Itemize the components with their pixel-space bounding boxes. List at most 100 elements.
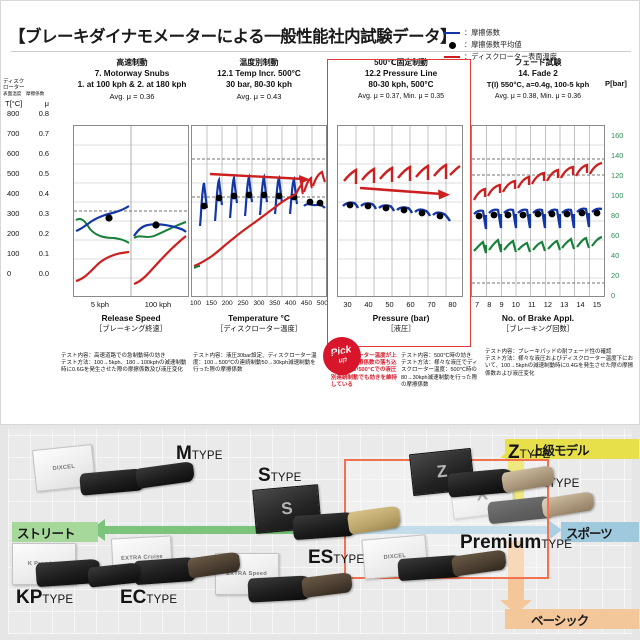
title-bar: 【ブレーキダイナモメーターによる一般性能社内試験データ】 ：摩擦係数 ：摩擦係数… (9, 23, 633, 61)
description-pressure: テスト内容：500℃時の効き テスト方法：様々な液圧でディスクローター温度：50… (401, 353, 478, 388)
chart-title-jp: 高速制動 (116, 58, 148, 67)
pad-label-es: ESTYPE (308, 547, 365, 568)
chart-temperature-increment: 温度別制動 12.1 Temp Incr. 500°C 30 bar, 80-3… (189, 57, 329, 333)
chart-avg-label: Avg. μ = 0.36 (109, 92, 155, 101)
p-tick: 20 (611, 271, 620, 280)
p-tick: 120 (611, 171, 624, 180)
y-axis-unit-temp: T[°C] (5, 98, 23, 108)
x-axis-subtitle-4: ［ブレーキング回数］ (502, 324, 574, 333)
x-tick: 500 (316, 300, 328, 307)
blue-line-icon (442, 28, 462, 37)
chart-header: フェード試験 14. Fade 2 T(I) 550°C, a=0.4g, 10… (471, 57, 605, 103)
chart-title-en2: 1. at 100 kph & 2. at 180 kph (77, 80, 187, 89)
p-bar-axis-title: P[bar] (605, 79, 627, 88)
x-tick: 12 (543, 300, 552, 309)
tag-basic: ベーシック (505, 609, 639, 629)
x-tick: 9 (499, 300, 504, 309)
tag-street: ストリート (12, 522, 98, 542)
pad-label-z: ZTYPE (508, 442, 551, 463)
x-axis-subtitle-3: ［液圧］ (386, 324, 416, 333)
description-motorway: テスト内容：高速道路での急制動時の効き テスト方法：100→5kph、180→1… (61, 353, 187, 374)
x-tick: 5 kph (90, 300, 109, 309)
p-tick: 160 (611, 131, 624, 140)
pad-label-premium: PremiumTYPE (460, 532, 573, 553)
x-axis-title-1: Release Speed (101, 313, 161, 323)
legend-label: ：ディスクローター表面温度 (464, 51, 557, 61)
chart-header: 高速制動 7. Motorway Snubs 1. at 100 kph & 2… (19, 57, 191, 103)
legend-label: ：摩擦係数 (464, 27, 500, 37)
chart-header: 温度別制動 12.1 Temp Incr. 500°C 30 bar, 80-3… (189, 57, 329, 103)
p-tick: 140 (611, 151, 624, 160)
pad-shape-kp-2 (87, 562, 141, 588)
x-tick: 11 (527, 300, 536, 309)
chart-title-jp: 温度別制動 (239, 58, 279, 67)
lineup-diagram: ストリート スポーツ 上級モデル ベーシック DIXCEL MTYPE X XT… (8, 429, 639, 634)
chart-avg-label: Avg. μ = 0.37, Min. μ = 0.35 (357, 93, 445, 100)
plot-area-3 (337, 125, 463, 297)
pad-label-kp: KPTYPE (16, 587, 74, 608)
legend-item-friction-average: ：摩擦係数平均値 (442, 39, 627, 50)
chart-header: 500℃固定制動 12.2 Pressure Line 80-30 kph, 5… (331, 57, 471, 103)
x-tick: 450 (301, 300, 313, 307)
chart-title-en2: 80-30 kph, 500°C (368, 80, 434, 89)
tag-top-model: 上級モデル (505, 439, 639, 459)
chart-motorway-snubs: 高速制動 7. Motorway Snubs 1. at 100 kph & 2… (19, 57, 191, 333)
y-axis-caption-line3: 表面温度 摩擦係数 (3, 91, 45, 97)
x-axis-title-2: Temperature °C (228, 313, 290, 323)
chart-title-en2: 30 bar, 80-30 kph (226, 80, 292, 89)
chart-pressure-line: 500℃固定制動 12.2 Pressure Line 80-30 kph, 5… (331, 57, 471, 333)
x-tick: 250 (237, 300, 249, 307)
chart-title-en1: 7. Motorway Snubs (94, 69, 170, 78)
y-axis-unit-mu: μ (44, 98, 49, 108)
p-bar-axis: P[bar] 160 140 120 100 80 60 40 20 0 (605, 79, 639, 300)
chart-avg-label: Avg. μ = 0.43 (236, 92, 282, 101)
p-tick: 60 (611, 231, 620, 240)
x-axis-subtitle-2: ［ディスクローター温度］ (216, 324, 302, 333)
y-axis-caption-line1: ディスク (3, 79, 25, 85)
test-data-panel: 【ブレーキダイナモメーターによる一般性能社内試験データ】 ：摩擦係数 ：摩擦係数… (0, 0, 640, 425)
x-tick: 30 (343, 300, 352, 309)
x-tick: 100 kph (144, 300, 172, 309)
x-axis-labels-4: 7 8 9 10 11 12 13 14 15 (471, 300, 605, 309)
x-tick: 350 (269, 300, 281, 307)
p-bar-ticks: 160 140 120 100 80 60 40 20 0 (605, 90, 639, 300)
p-tick: 40 (611, 251, 620, 260)
pad-shape-m-2 (134, 461, 196, 489)
x-tick: 150 (205, 300, 217, 307)
legend-label: ：摩擦係数平均値 (464, 39, 522, 49)
title-divider (11, 51, 631, 52)
chart-title-en2: T(I) 550°C, a=0.4g, 100-5 kph (486, 80, 590, 89)
chart-title-en1: 14. Fade 2 (518, 69, 558, 78)
x-tick: 400 (285, 300, 297, 307)
x-tick: 50 (385, 300, 394, 309)
x-tick: 200 (221, 300, 233, 307)
chart-avg-label: Avg. μ = 0.38, Min. μ = 0.36 (494, 93, 582, 100)
x-tick: 10 (511, 300, 520, 309)
sports-arrow (338, 519, 562, 541)
description-fade: テスト内容：ブレーキパッドの耐フェード性の確認 テスト方法：様々な液圧およびディ… (485, 349, 634, 377)
pad-shape-es-1 (247, 575, 311, 603)
description-highlight: ディスクローター温度が上昇しても摩擦係数の落ち込みが少ない500℃での液圧別連続… (331, 353, 398, 388)
pad-shape-es-2 (300, 572, 354, 598)
y-axis-units: T[°C] μ (1, 98, 53, 108)
x-axis-labels-2: 100 150 200 250 300 350 400 450 500 (189, 300, 329, 307)
legend-item-rotor-temperature: ：ディスクローター表面温度 (442, 51, 627, 62)
pad-label-ec: ECTYPE (120, 587, 178, 608)
chart-title-jp: 500℃固定制動 (374, 58, 428, 67)
p-tick: 100 (611, 191, 624, 200)
y-axis-caption: ディスク ローター 表面温度 摩擦係数 (1, 79, 53, 98)
black-dot-icon (442, 40, 462, 49)
x-tick: 60 (406, 300, 415, 309)
x-tick: 70 (427, 300, 436, 309)
tag-sports: スポーツ (561, 522, 639, 542)
p-tick: 80 (611, 211, 620, 220)
red-line-icon (442, 52, 462, 61)
plot-area-1 (73, 125, 189, 297)
